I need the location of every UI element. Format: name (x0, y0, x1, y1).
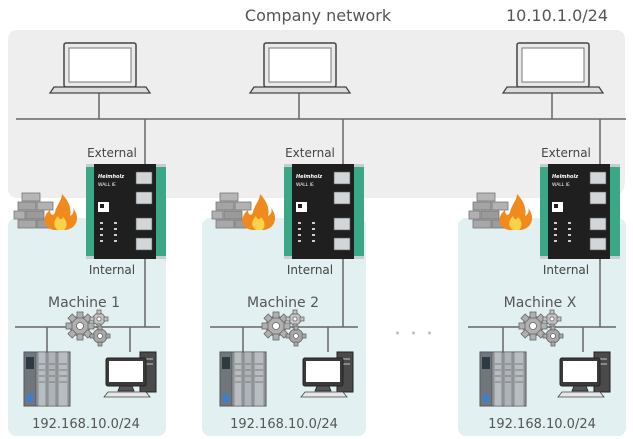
laptop-icon (502, 42, 604, 94)
company-network-title: Company network (245, 6, 392, 25)
machine-name-x: Machine X (504, 295, 577, 311)
gateway-model-3: WALL IE (552, 182, 570, 188)
gateway-internal-label-1: Internal (89, 263, 135, 277)
company-network-zone (8, 30, 625, 198)
gateway-external-label-2: External (285, 146, 335, 160)
plc-icon (479, 351, 527, 407)
gateway-brand-2: Helmholz (296, 174, 322, 180)
gateway-internal-label-3: Internal (543, 263, 589, 277)
firewall-icon (13, 192, 78, 231)
more-machines-ellipsis: • • • (394, 327, 435, 340)
machine-name-1: Machine 1 (48, 295, 120, 311)
firewall-icon (468, 192, 533, 231)
gateway-model-1: WALL IE (98, 182, 116, 188)
gateway-external-label-1: External (87, 146, 137, 160)
plc-icon (219, 351, 267, 407)
gateway-device-1: Helmholz WALL IE (85, 163, 167, 260)
gateway-brand-3: Helmholz (552, 174, 578, 180)
gateway-device-3: Helmholz WALL IE (539, 163, 621, 260)
gateway-brand-1: Helmholz (98, 174, 124, 180)
laptop-icon (249, 42, 351, 94)
gateway-external-label-3: External (541, 146, 591, 160)
machine-name-2: Machine 2 (247, 295, 319, 311)
gateway-device-2: Helmholz WALL IE (283, 163, 365, 260)
machine-subnet-2: 192.168.10.0/24 (230, 417, 338, 432)
gateway-model-2: WALL IE (296, 182, 314, 188)
laptop-icon (49, 42, 151, 94)
machine-subnet-x: 192.168.10.0/24 (488, 417, 596, 432)
company-network-subnet: 10.10.1.0/24 (506, 6, 608, 25)
machine-subnet-1: 192.168.10.0/24 (32, 417, 140, 432)
firewall-icon (211, 192, 276, 231)
plc-icon (23, 351, 71, 407)
gateway-internal-label-2: Internal (287, 263, 333, 277)
